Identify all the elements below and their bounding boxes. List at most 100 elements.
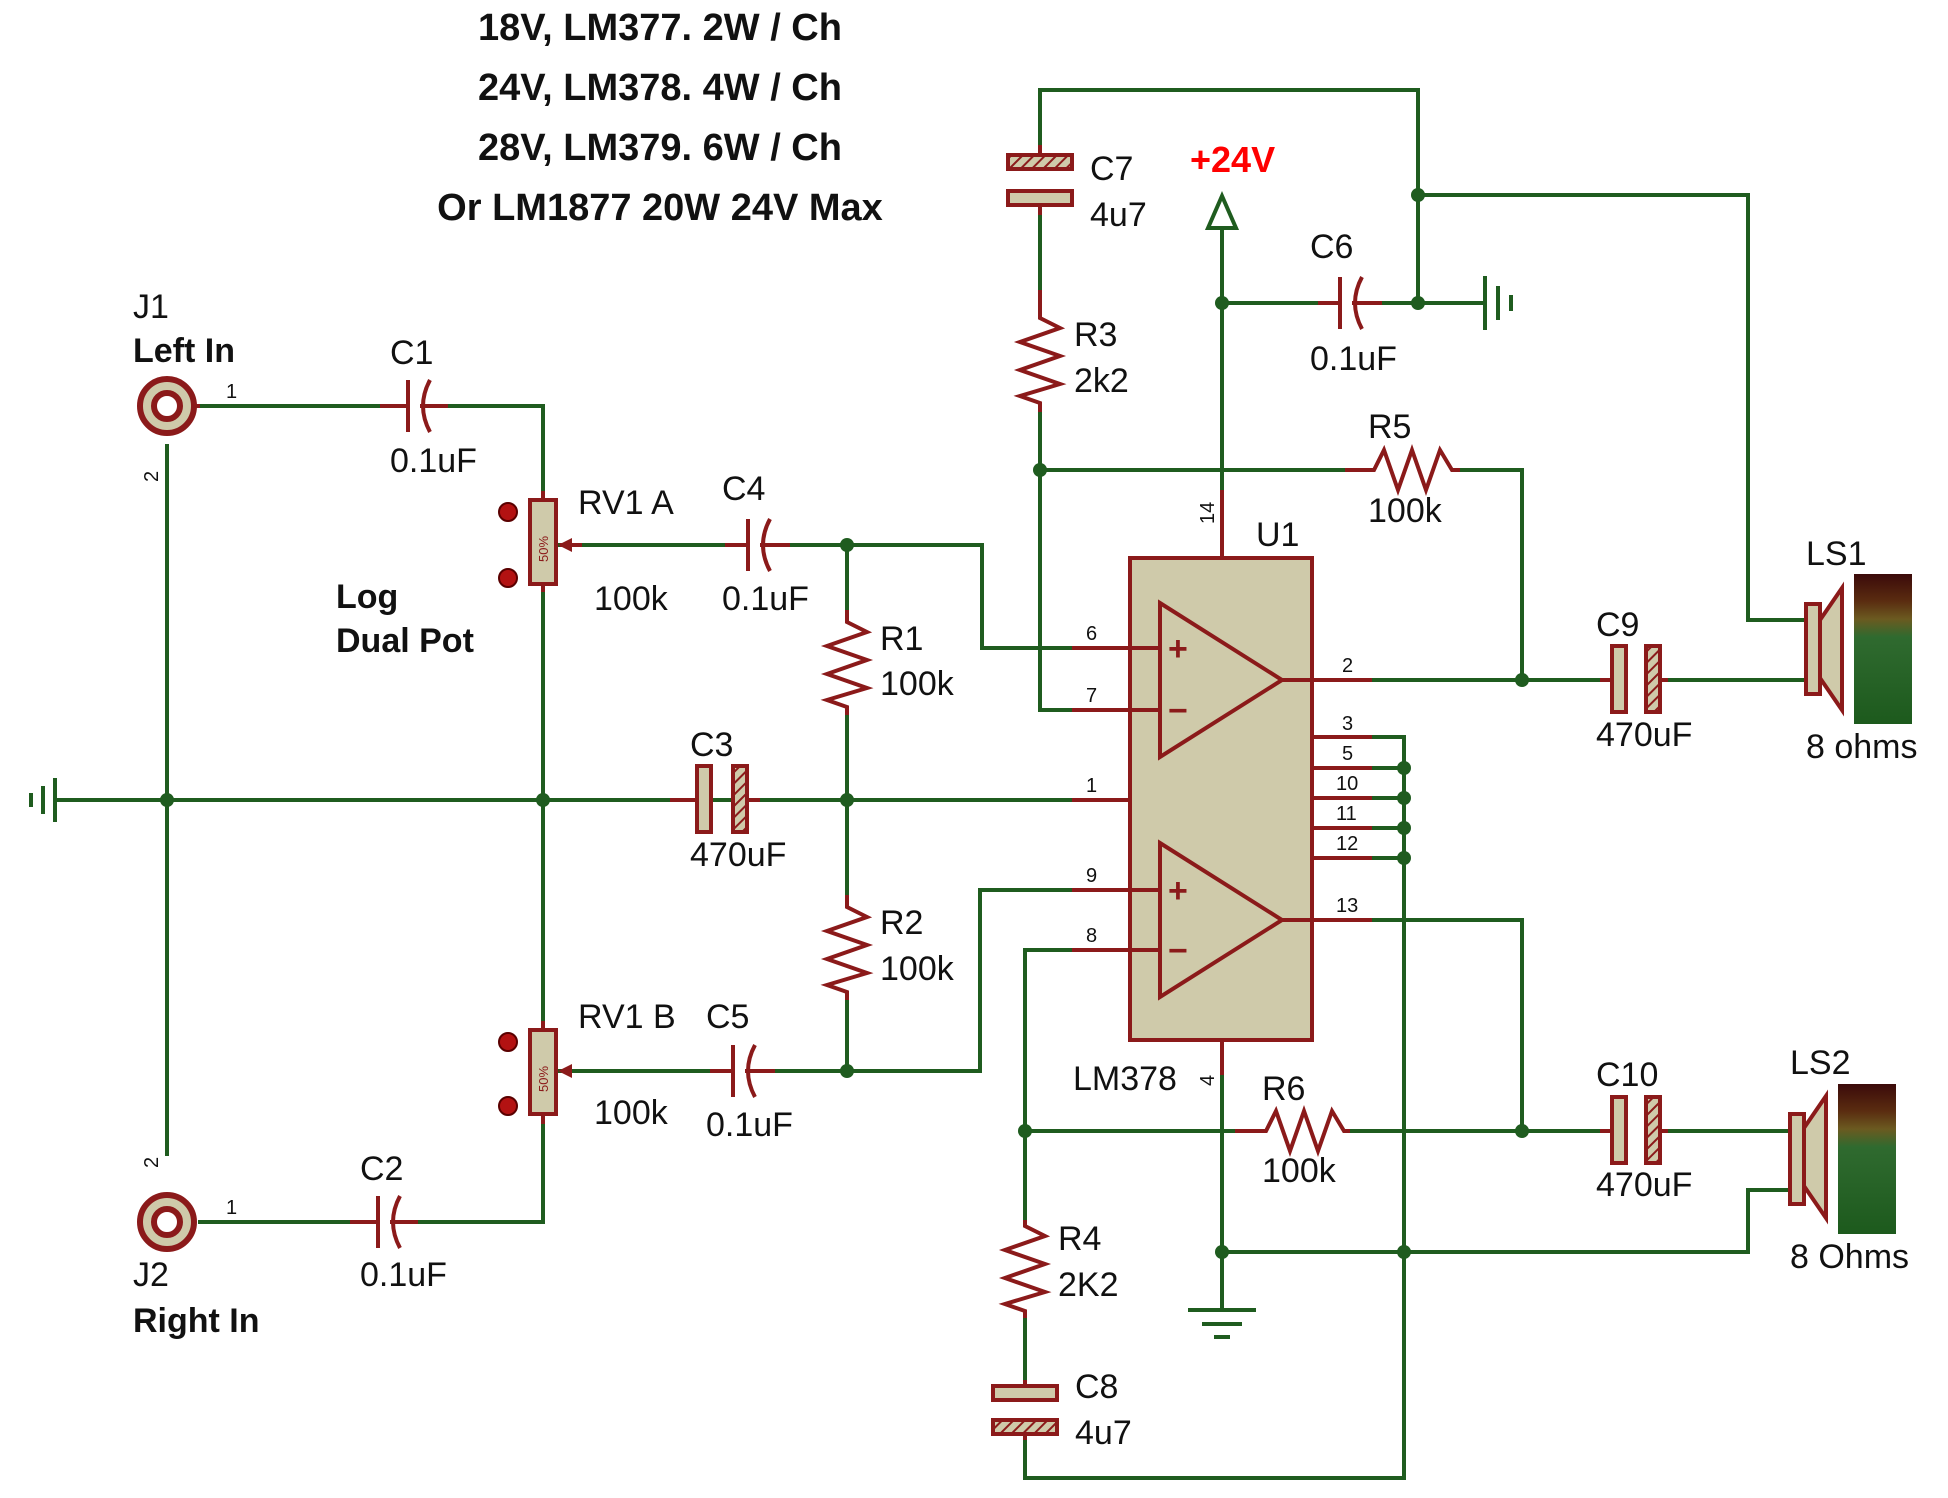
power-24v-symbol: +24V — [1190, 139, 1275, 230]
c5-value: 0.1uF — [706, 1106, 793, 1144]
pot-note-line-2: Dual Pot — [336, 622, 474, 660]
c10-value: 470uF — [1596, 1166, 1692, 1204]
c1-ref: C1 — [390, 334, 433, 372]
rv1b-wiper: 50% — [536, 1066, 551, 1092]
u1-ref: U1 — [1256, 516, 1299, 554]
r2-value: 100k — [880, 950, 955, 988]
potentiometer-rv1b: 50% RV1 B 100k — [498, 998, 676, 1132]
c7-ref: C7 — [1090, 150, 1133, 188]
supply-notes: 18V, LM377. 2W / Ch 24V, LM378. 4W / Ch … — [437, 7, 883, 229]
capacitor-c8: C8 4u7 — [991, 1368, 1132, 1452]
j1-pin1: 1 — [226, 381, 237, 403]
c9-value: 470uF — [1596, 716, 1692, 754]
rv1a-value: 100k — [594, 580, 669, 618]
c2-value: 0.1uF — [360, 1256, 447, 1294]
ground-c6-icon — [1483, 276, 1513, 330]
resistor-r2: R2 100k — [820, 895, 955, 1000]
j1-ref: J1 — [133, 288, 169, 326]
j2-ref: J2 — [133, 1256, 169, 1294]
resistor-r5: R5 100k — [1345, 408, 1460, 530]
pin-7: 7 — [1086, 685, 1097, 707]
junction-dot — [1397, 791, 1411, 805]
ls2-value: 8 Ohms — [1790, 1238, 1909, 1276]
capacitor-c5: C5 0.1uF — [706, 998, 793, 1144]
r2-ref: R2 — [880, 904, 923, 942]
c9-ref: C9 — [1596, 606, 1639, 644]
pin-6: 6 — [1086, 623, 1097, 645]
r6-value: 100k — [1262, 1152, 1337, 1190]
resistor-r1: R1 100k — [820, 610, 955, 715]
pin-3: 3 — [1342, 713, 1353, 735]
capacitor-c2: C2 0.1uF — [350, 1150, 447, 1294]
c10-ref: C10 — [1596, 1056, 1658, 1094]
note-line-4: Or LM1877 20W 24V Max — [437, 187, 883, 229]
opamp1-minus: − — [1168, 692, 1188, 730]
capacitor-c10: C10 470uF — [1596, 1056, 1692, 1204]
note-line-2: 24V, LM378. 4W / Ch — [478, 67, 842, 109]
ls1-value: 8 ohms — [1806, 728, 1918, 766]
ground-bottom-icon — [1188, 1308, 1256, 1339]
note-line-1: 18V, LM377. 2W / Ch — [478, 7, 842, 49]
junction-dot — [1411, 188, 1425, 202]
pin-13: 13 — [1336, 895, 1358, 917]
c3-value: 470uF — [690, 836, 786, 874]
capacitor-c3: C3 470uF — [670, 726, 786, 874]
r1-value: 100k — [880, 665, 955, 703]
note-line-3: 28V, LM379. 6W / Ch — [478, 127, 842, 169]
j1-desc: Left In — [133, 332, 235, 370]
c1-value: 0.1uF — [390, 442, 477, 480]
junction-dot — [1515, 673, 1529, 687]
opamp2-minus: − — [1168, 932, 1188, 970]
pin-10: 10 — [1336, 773, 1358, 795]
resistor-r6: R6 100k — [1235, 1070, 1350, 1190]
c8-ref: C8 — [1075, 1368, 1118, 1406]
junction-dot — [840, 538, 854, 552]
c3-ref: C3 — [690, 726, 733, 764]
connector-j2: J2 Right In 1 2 — [133, 1157, 260, 1340]
connector-j1: J1 Left In 1 2 — [133, 288, 237, 482]
junctions — [160, 188, 1529, 1259]
r3-value: 2k2 — [1074, 362, 1129, 400]
opamp2-plus: + — [1168, 872, 1188, 910]
u1-value: LM378 — [1073, 1060, 1177, 1098]
c6-ref: C6 — [1310, 228, 1353, 266]
c2-ref: C2 — [360, 1150, 403, 1188]
pin-2: 2 — [1342, 655, 1353, 677]
c7-value: 4u7 — [1090, 196, 1147, 234]
c4-value: 0.1uF — [722, 580, 809, 618]
c8-value: 4u7 — [1075, 1414, 1132, 1452]
r6-ref: R6 — [1262, 1070, 1305, 1108]
pin-14: 14 — [1197, 502, 1219, 524]
pin-4: 4 — [1197, 1075, 1219, 1086]
speaker-ls2: LS2 8 Ohms — [1788, 1044, 1909, 1276]
capacitor-c7: C7 4u7 — [1006, 145, 1147, 234]
junction-dot — [840, 1064, 854, 1078]
junction-dot — [1397, 761, 1411, 775]
j2-desc: Right In — [133, 1302, 260, 1340]
rv1a-ref: RV1 A — [578, 484, 674, 522]
wires — [53, 88, 1808, 1480]
j1-pin2: 2 — [141, 471, 163, 482]
pin-8: 8 — [1086, 925, 1097, 947]
junction-dot — [1018, 1124, 1032, 1138]
pin-11: 11 — [1336, 803, 1357, 825]
rv1b-value: 100k — [594, 1094, 669, 1132]
capacitor-c4: C4 0.1uF — [722, 470, 809, 618]
r5-ref: R5 — [1368, 408, 1411, 446]
junction-dot — [160, 793, 174, 807]
potentiometer-rv1a: 50% RV1 A 100k — [498, 484, 674, 618]
capacitor-c1: C1 0.1uF — [380, 334, 477, 480]
pot-note-line-1: Log — [336, 578, 398, 616]
power-24v-label: +24V — [1190, 139, 1275, 180]
junction-dot — [1397, 821, 1411, 835]
c6-value: 0.1uF — [1310, 340, 1397, 378]
junction-dot — [1215, 296, 1229, 310]
rv1a-wiper: 50% — [536, 536, 551, 562]
junction-dot — [536, 793, 550, 807]
ic-u1: + − + − U1 LM378 14 6 7 1 9 8 2 3 5 10 1… — [1072, 490, 1372, 1098]
pin-9: 9 — [1086, 865, 1097, 887]
c4-ref: C4 — [722, 470, 765, 508]
pin-1: 1 — [1086, 775, 1097, 797]
resistor-r3: R3 2k2 — [1013, 290, 1129, 412]
resistor-r4: R4 2K2 — [998, 1220, 1119, 1318]
